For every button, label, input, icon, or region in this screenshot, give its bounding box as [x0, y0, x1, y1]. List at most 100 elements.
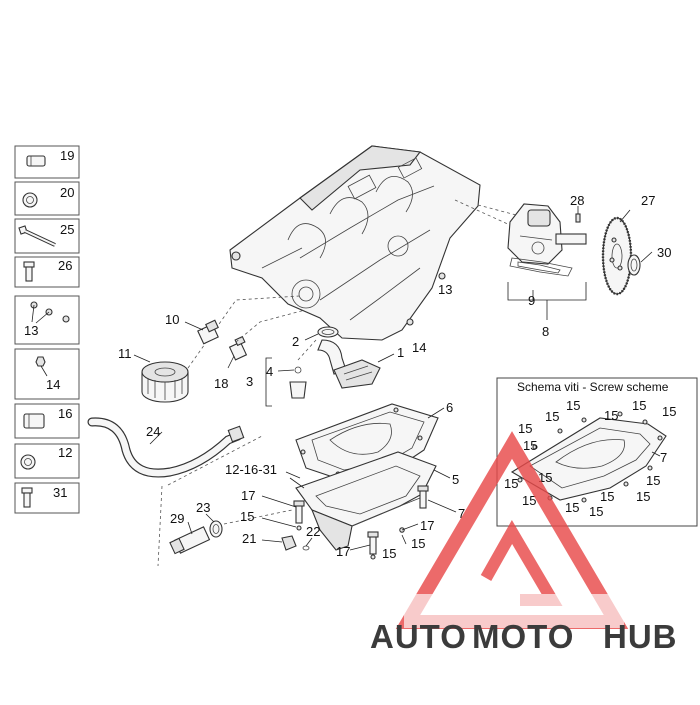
pump-gear — [601, 216, 633, 296]
pan-bolt — [417, 485, 429, 509]
watermark-text-moto: MOTO — [472, 618, 574, 655]
scheme-label-15: 15 — [565, 500, 579, 515]
legend-item-12: 12 — [14, 443, 80, 479]
scheme-label-15: 15 — [632, 398, 646, 413]
oil-sump — [295, 451, 437, 551]
screw-scheme-labels: 15 15 15 15 15 15 15 15 15 15 15 15 15 1… — [504, 398, 676, 519]
crankcase — [229, 145, 481, 341]
screw-scheme-inset: Schema viti - Screw scheme — [496, 377, 698, 527]
filler-o-ring — [209, 520, 223, 538]
callout-24: 24 — [146, 424, 160, 439]
callout-18: 18 — [214, 376, 228, 391]
legend-item-19: 19 — [14, 145, 80, 179]
legend-number: 13 — [24, 323, 38, 338]
pan-bolt — [367, 531, 379, 555]
scheme-label-15: 15 — [662, 404, 676, 419]
legend-item-13: 13 — [14, 295, 80, 345]
legend-number: 20 — [60, 185, 74, 200]
callout-27: 27 — [641, 193, 655, 208]
short-bolt-icon — [21, 487, 33, 508]
legend-number: 25 — [60, 222, 74, 237]
watermark-triangle-logo — [395, 431, 629, 629]
legend-number: 16 — [58, 406, 72, 421]
nut-icon — [35, 356, 48, 377]
scheme-label-15: 15 — [545, 409, 559, 424]
legend-item-26: 26 — [14, 256, 80, 288]
callout-5: 5 — [452, 472, 459, 487]
callout-23: 23 — [196, 500, 210, 515]
plug-icon — [23, 413, 45, 429]
scheme-label-15: 15 — [523, 438, 537, 453]
scheme-label-15: 15 — [636, 489, 650, 504]
callout-1: 1 — [397, 345, 404, 360]
plug-icon — [26, 155, 46, 167]
scheme-label-15: 15 — [566, 398, 580, 413]
legend-item-16: 16 — [14, 403, 80, 439]
automotohub-watermark: AUTO MOTO HUB — [370, 431, 678, 655]
legend-number: 26 — [58, 258, 72, 273]
callout-29: 29 — [170, 511, 184, 526]
legend-number: 14 — [46, 377, 60, 392]
screw-scheme-title: Schema viti - Screw scheme — [517, 380, 669, 394]
callout-2: 2 — [292, 334, 299, 349]
legend-item-25: 25 — [14, 218, 80, 254]
legend-item-14: 14 — [14, 348, 80, 400]
oil-filter — [141, 361, 189, 403]
legend-number: 12 — [58, 445, 72, 460]
scheme-label-15: 15 — [504, 476, 518, 491]
oil-pump — [507, 203, 587, 277]
callout-14: 14 — [412, 340, 426, 355]
o-ring — [317, 326, 339, 338]
callout-28: 28 — [570, 193, 584, 208]
oil-strainer — [317, 339, 381, 389]
scheme-label-15: 15 — [538, 470, 552, 485]
callout-17b: 17 — [420, 518, 434, 533]
callout-4: 4 — [266, 364, 273, 379]
legend-item-31: 31 — [14, 482, 80, 514]
washer-icon — [22, 192, 38, 208]
callout-15c: 15 — [382, 546, 396, 561]
legend-number: 19 — [60, 148, 74, 163]
callout-15b: 15 — [411, 536, 425, 551]
scheme-label-15: 15 — [518, 421, 532, 436]
callout-labels: 1 2 3 4 5 6 7 8 9 10 11 13 14 15 15 15 1… — [118, 193, 671, 561]
callout-3: 3 — [246, 374, 253, 389]
callout-6: 6 — [446, 400, 453, 415]
callout-13: 13 — [438, 282, 452, 297]
callout-12-16-31: 12-16-31 — [225, 462, 277, 477]
watermark-text-hub: HUB — [603, 618, 678, 655]
callout-17a: 17 — [241, 488, 255, 503]
legend-item-20: 20 — [14, 181, 80, 216]
callout-15a: 15 — [240, 509, 254, 524]
callout-22: 22 — [306, 524, 320, 539]
callout-10: 10 — [165, 312, 179, 327]
filter-fitting — [197, 319, 219, 345]
long-bolt-icon — [18, 225, 56, 247]
watermark-text-auto: AUTO — [370, 618, 467, 655]
callout-21: 21 — [242, 531, 256, 546]
scheme-label-15: 15 — [600, 489, 614, 504]
washer-icon — [20, 454, 36, 470]
scheme-label-15: 15 — [522, 493, 536, 508]
pan-bolt — [293, 500, 305, 524]
pressure-sensor — [228, 335, 248, 361]
oil-filler — [169, 526, 211, 555]
short-bolt-icon — [23, 261, 35, 282]
scheme-label-15: 15 — [589, 504, 603, 519]
callout-9: 9 — [528, 293, 535, 308]
oil-hose — [87, 417, 245, 478]
scheme-label-7: 7 — [660, 450, 667, 465]
legend-number: 31 — [53, 485, 67, 500]
callout-30: 30 — [657, 245, 671, 260]
callout-8: 8 — [542, 324, 549, 339]
callout-7: 7 — [458, 506, 465, 521]
callout-11: 11 — [118, 346, 132, 361]
seal-ring — [627, 254, 641, 276]
scheme-label-15: 15 — [646, 473, 660, 488]
callout-17c: 17 — [336, 544, 350, 559]
drain-plug — [281, 535, 297, 551]
dowel-pins-icon — [30, 301, 70, 324]
scheme-label-15: 15 — [604, 408, 618, 423]
legend-column: 19 20 25 26 — [14, 145, 80, 514]
